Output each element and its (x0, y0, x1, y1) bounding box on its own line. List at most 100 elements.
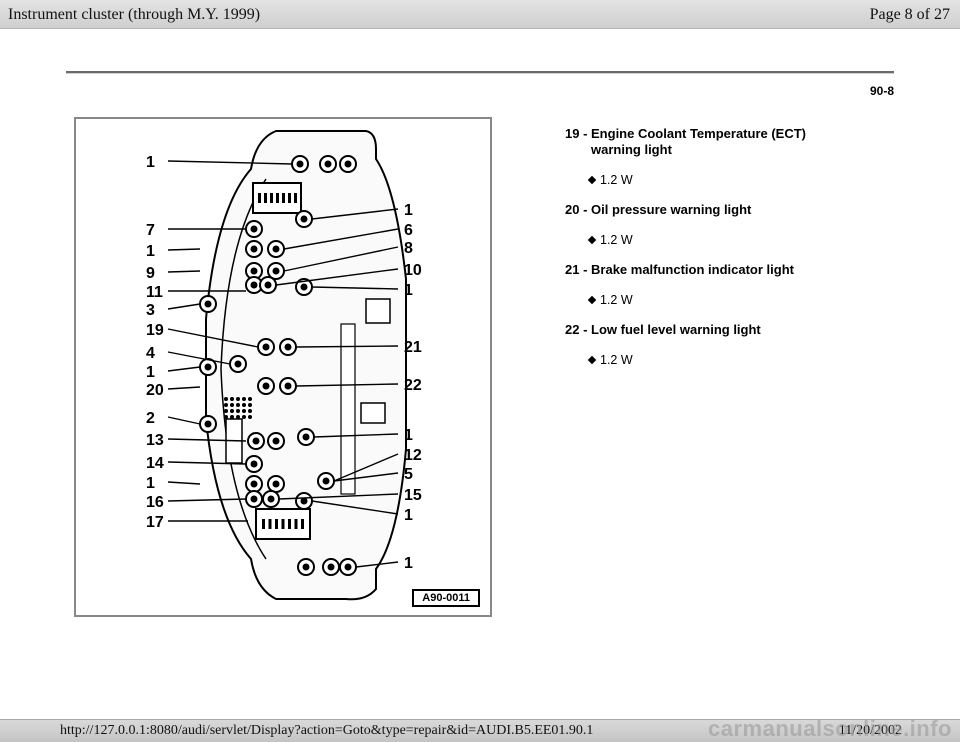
callout-label: 1 (404, 555, 413, 572)
callout-label: 11 (146, 284, 163, 301)
item-title: Low fuel level warning light (591, 322, 761, 337)
connector-pin (294, 519, 298, 529)
bulb-center (262, 343, 270, 351)
item-title: Engine Coolant Temperature (ECT) warning… (591, 126, 807, 157)
top-bar: Instrument cluster (through M.Y. 1999) P… (0, 0, 960, 29)
grille-dot (224, 415, 228, 419)
leader-line (333, 453, 399, 482)
leader-line (167, 160, 293, 165)
leader-line (167, 328, 259, 348)
connector-pin (288, 519, 291, 529)
callout-label: 19 (146, 322, 164, 339)
leader-line (167, 498, 247, 502)
diamond-bullet-icon (587, 295, 597, 305)
bulb-center (284, 343, 292, 351)
header-rule (66, 71, 894, 74)
callout-label: 1 (146, 154, 155, 171)
callout-label: 6 (404, 222, 413, 239)
bulb-center (267, 495, 275, 503)
bulb-sockets (199, 155, 357, 576)
grille-dot (224, 397, 228, 401)
bulb-center (322, 477, 330, 485)
diamond-bullet-icon (587, 355, 597, 365)
bulb-center (300, 497, 308, 505)
grille-dot (242, 409, 246, 413)
leader-line (311, 286, 399, 290)
bulb-center (344, 563, 352, 571)
bulb-center (250, 245, 258, 253)
legend-item: 21 - Brake malfunction indicator light 1… (565, 262, 905, 308)
legend-item: 20 - Oil pressure warning light 1.2 W (565, 202, 905, 248)
leader-line (295, 383, 399, 387)
bulb-center (300, 215, 308, 223)
grille-dot (230, 409, 234, 413)
callout-label: 10 (404, 262, 422, 279)
print-date: 11/20/2002 (838, 723, 902, 738)
callout-label: 1 (404, 282, 413, 299)
leader-line (167, 351, 231, 365)
connector-pin (282, 193, 285, 203)
bulb-center (262, 382, 270, 390)
bulb-center (302, 563, 310, 571)
grille-dot (242, 403, 246, 407)
callout-label: 15 (404, 487, 422, 504)
leader-line (167, 270, 201, 273)
callout-label: 2 (146, 410, 155, 427)
legend: 19 - Engine Coolant Temperature (ECT) wa… (565, 126, 905, 382)
grille-dot (236, 403, 240, 407)
leader-line (311, 208, 399, 220)
bulb-center (300, 283, 308, 291)
bulb-center (250, 281, 258, 289)
callout-label: 8 (404, 240, 413, 257)
callout-label: 16 (146, 494, 164, 511)
leader-line (167, 248, 201, 251)
figure-code: A90-0011 (412, 589, 480, 607)
leader-line (283, 228, 399, 250)
grille-dot (230, 397, 234, 401)
callout-label: 12 (404, 447, 422, 464)
bulb-center (252, 437, 260, 445)
connector-pin (262, 519, 265, 529)
connector-pin (276, 193, 279, 203)
callout-label: 1 (146, 243, 155, 260)
mount-tab-lower (360, 402, 386, 424)
grille-dot (248, 415, 252, 419)
grille-dot (230, 415, 234, 419)
connector-pin (301, 519, 304, 529)
leader-line (283, 246, 399, 272)
callout-label: 1 (404, 427, 413, 444)
legend-item: 22 - Low fuel level warning light 1.2 W (565, 322, 905, 368)
item-spec: 1.2 W (600, 173, 633, 187)
bulb-center (296, 160, 304, 168)
bulb-center (284, 382, 292, 390)
leader-line (355, 561, 399, 568)
grille-dot (242, 415, 246, 419)
connector-pin (294, 193, 297, 203)
grille-dot (224, 403, 228, 407)
bulb-center (250, 225, 258, 233)
diamond-bullet-icon (587, 235, 597, 245)
bulb-center (204, 363, 212, 371)
bulb-center (302, 433, 310, 441)
leader-line (275, 268, 399, 286)
bulb-center (272, 245, 280, 253)
leader-line (167, 438, 247, 442)
diamond-bullet-icon (587, 175, 597, 185)
callout-label: 1 (404, 507, 413, 524)
bulb-center (250, 480, 258, 488)
callout-label: 9 (146, 265, 155, 282)
bulb-center (327, 563, 335, 571)
bottom-bar: http://127.0.0.1:8080/audi/servlet/Displ… (0, 719, 960, 742)
callout-label: 3 (146, 302, 155, 319)
leader-lines (167, 160, 399, 568)
connector-pin (281, 519, 285, 529)
bulb-center (234, 360, 242, 368)
connector-pin (264, 193, 267, 203)
callout-label: 7 (146, 222, 155, 239)
item-spec: 1.2 W (600, 233, 633, 247)
item-title: Oil pressure warning light (591, 202, 752, 217)
item-title: Brake malfunction indicator light (591, 262, 794, 277)
leader-line (167, 481, 201, 485)
grille-dot (248, 403, 252, 407)
page-indicator: Page 8 of 27 (869, 6, 950, 23)
